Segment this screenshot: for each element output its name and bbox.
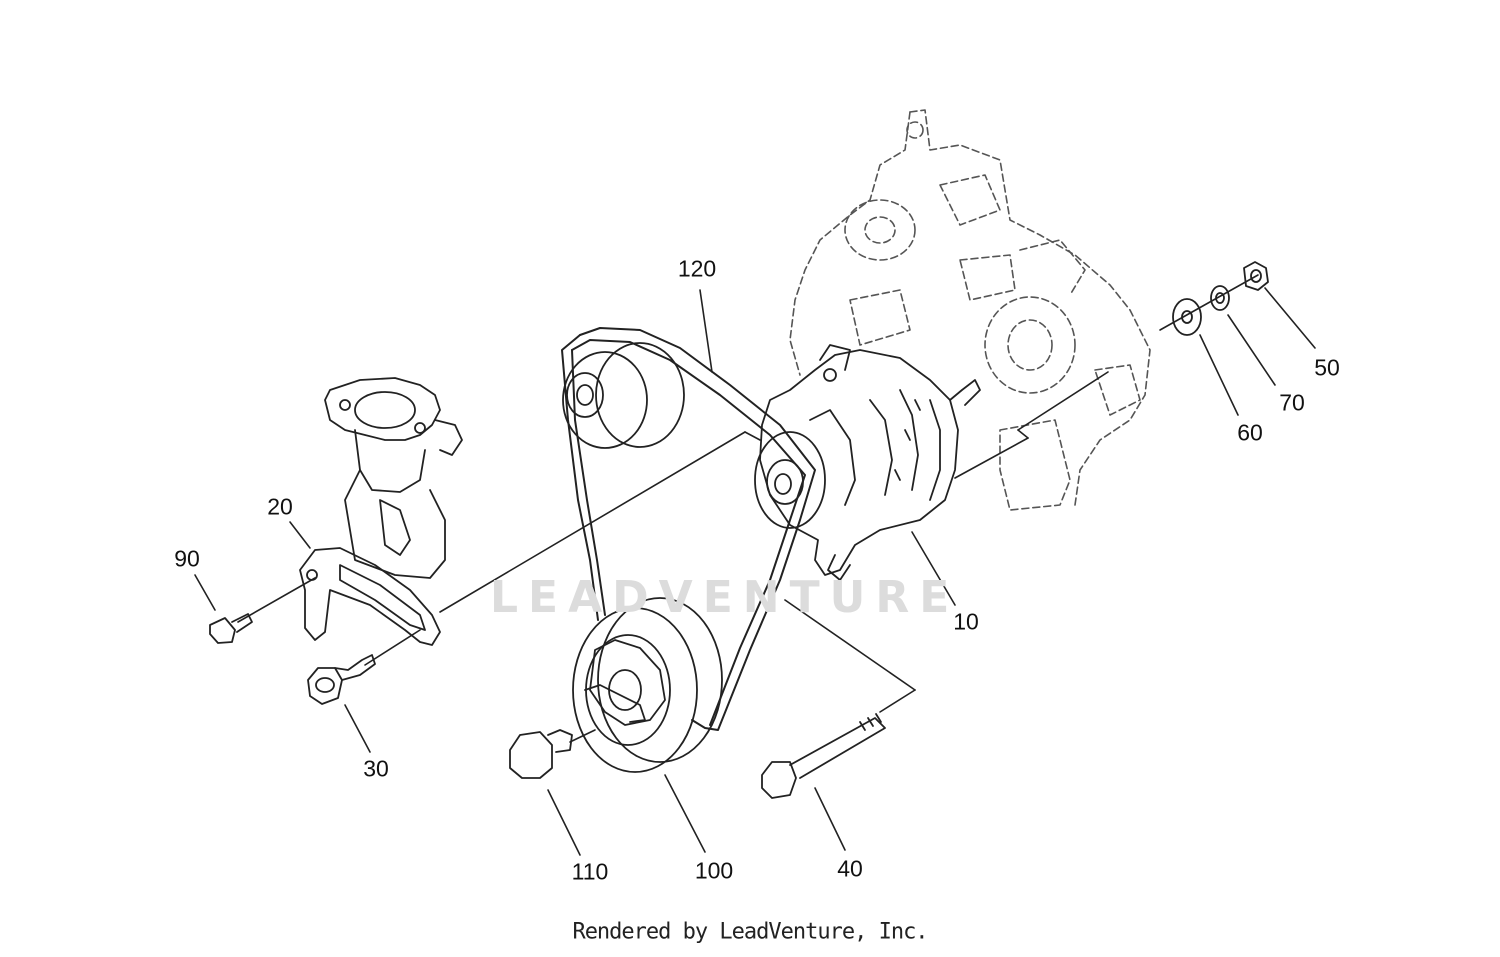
bolt-30 [307, 654, 376, 705]
crankshaft-pulley [572, 597, 723, 773]
bolt-90 [209, 613, 253, 644]
engine-block-outline [789, 109, 1151, 511]
callout-90[interactable]: 90 [174, 545, 200, 572]
callout-10[interactable]: 10 [953, 608, 979, 635]
callout-120[interactable]: 120 [677, 255, 717, 282]
alternator [754, 344, 981, 581]
callout-30[interactable]: 30 [363, 755, 389, 782]
callout-40[interactable]: 40 [837, 855, 863, 882]
adjusting-bracket [299, 547, 441, 646]
callout-50[interactable]: 50 [1314, 354, 1340, 381]
bolt-40 [761, 713, 886, 799]
watermark-text: LEADVENTURE [490, 572, 960, 623]
callout-100[interactable]: 100 [694, 857, 734, 884]
washer-60 [1172, 298, 1202, 336]
water-pump [324, 377, 463, 579]
nut-50 [1243, 261, 1269, 291]
callout-60[interactable]: 60 [1237, 419, 1263, 446]
callout-20[interactable]: 20 [267, 493, 293, 520]
drive-belt [561, 327, 816, 731]
leader-lines [194, 287, 1316, 856]
callout-70[interactable]: 70 [1279, 389, 1305, 416]
lock-washer-70 [1210, 285, 1230, 311]
alignment-lines [237, 274, 1259, 743]
callout-110[interactable]: 110 [571, 858, 609, 885]
footer-credit: Rendered by LeadVenture, Inc. [572, 919, 928, 945]
bolt-110 [509, 729, 573, 779]
idler-pulley [562, 342, 685, 449]
